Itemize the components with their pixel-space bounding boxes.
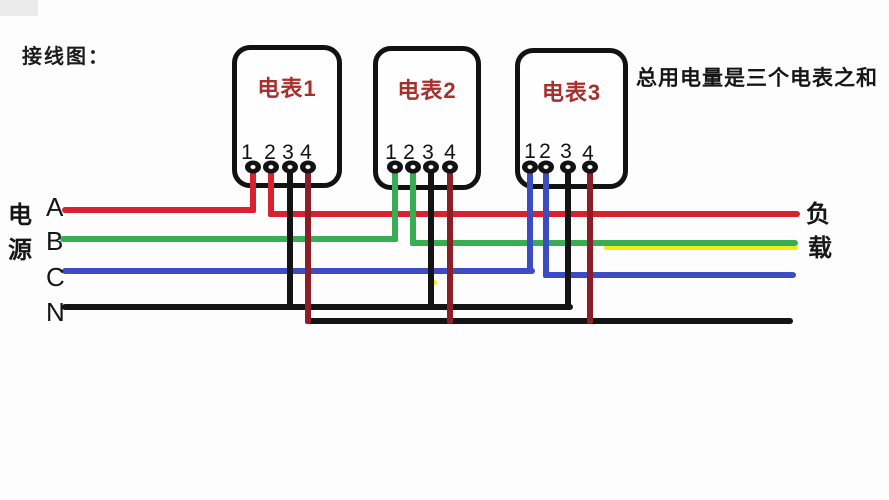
meter-1-label: 电表1 (257, 76, 317, 101)
meter-2-terminal-4-lug (442, 160, 458, 174)
meter-3-terminal-2-number: 2 (539, 140, 551, 163)
bus-label-b: B (46, 226, 64, 256)
phase-b-line-load-segment (411, 240, 798, 246)
meter-2-terminal-1-lug (387, 160, 403, 174)
meter-2-phase-in-wire (392, 168, 398, 242)
phase-c-line-load-segment (545, 272, 796, 278)
meter-3-neutral-out-wire (587, 168, 593, 324)
meter-1-terminal-3-number: 3 (282, 141, 294, 164)
bus-label-c: C (46, 262, 65, 292)
source-label-char2: 源 (8, 237, 32, 264)
bus-label-n: N (46, 297, 65, 327)
meter-3-terminal-1-lug (522, 160, 538, 174)
meter-3-terminal-4-number: 4 (582, 142, 594, 165)
meter-3-terminal-3-number: 3 (560, 140, 572, 163)
phase-a-line-source-segment (62, 207, 255, 213)
neutral-line-load-segment (306, 318, 793, 324)
meter-2-terminal-3-lug (423, 160, 439, 174)
meter-1-terminal-4-number: 4 (300, 141, 312, 164)
meter-3-terminal-4-lug (582, 160, 598, 174)
corner-artifact (0, 0, 38, 16)
meter-2-terminal-2-number: 2 (403, 141, 415, 164)
meter-3-neutral-in-wire (565, 168, 571, 310)
meter-2-terminal-1-number: 1 (385, 141, 397, 164)
meter-1-neutral-out-wire (305, 166, 311, 324)
phase-b-yellow-stripe (604, 246, 798, 250)
neutral-line-source-segment (62, 304, 573, 310)
meter-1-terminal-4-lug (300, 160, 316, 174)
phase-c-line-source-segment (62, 268, 535, 274)
meter-2-neutral-in-wire (428, 168, 434, 310)
load-label-char1: 负 (806, 201, 830, 228)
meter-1-terminal-2-number: 2 (264, 141, 276, 164)
meter-1-neutral-in-wire (287, 166, 293, 310)
meter-3-terminal-2-lug (538, 160, 554, 174)
meter-3-phase-in-wire (527, 168, 533, 274)
load-label-char2: 载 (808, 235, 832, 262)
meter-3-terminal-1-number: 1 (524, 140, 536, 163)
meter-2-phase-out-wire (410, 168, 416, 246)
meter-3-terminal-3-lug (560, 160, 576, 174)
meter-3-phase-out-wire (543, 168, 549, 278)
meter-3-label: 电表3 (541, 80, 602, 105)
phase-b-line-source-segment (60, 236, 398, 242)
meter-2-terminal-2-lug (405, 160, 421, 174)
meter-1-terminal-2-lug (263, 160, 279, 174)
meter-1-phase-out-wire (268, 166, 274, 217)
phase-a-line-load-segment (268, 211, 800, 217)
annotation-text: 总用电量是三个电表之和 (636, 67, 878, 90)
bus-label-a: A (46, 192, 64, 222)
source-label-char1: 电 (8, 202, 32, 229)
meter-1-terminal-1-number: 1 (241, 141, 253, 164)
meter-1-terminal-3-lug (282, 160, 298, 174)
meter-2-neutral-out-wire (447, 168, 453, 324)
yellow-dot-artifact (432, 280, 437, 285)
diagram-title: 接线图： (22, 46, 110, 68)
meter-2-terminal-3-number: 3 (422, 141, 434, 164)
meter-2-terminal-4-number: 4 (444, 141, 456, 164)
meter-2-label: 电表2 (397, 78, 457, 103)
meter-1-phase-in-wire (250, 166, 256, 213)
meter-1-terminal-1-lug (245, 160, 261, 174)
